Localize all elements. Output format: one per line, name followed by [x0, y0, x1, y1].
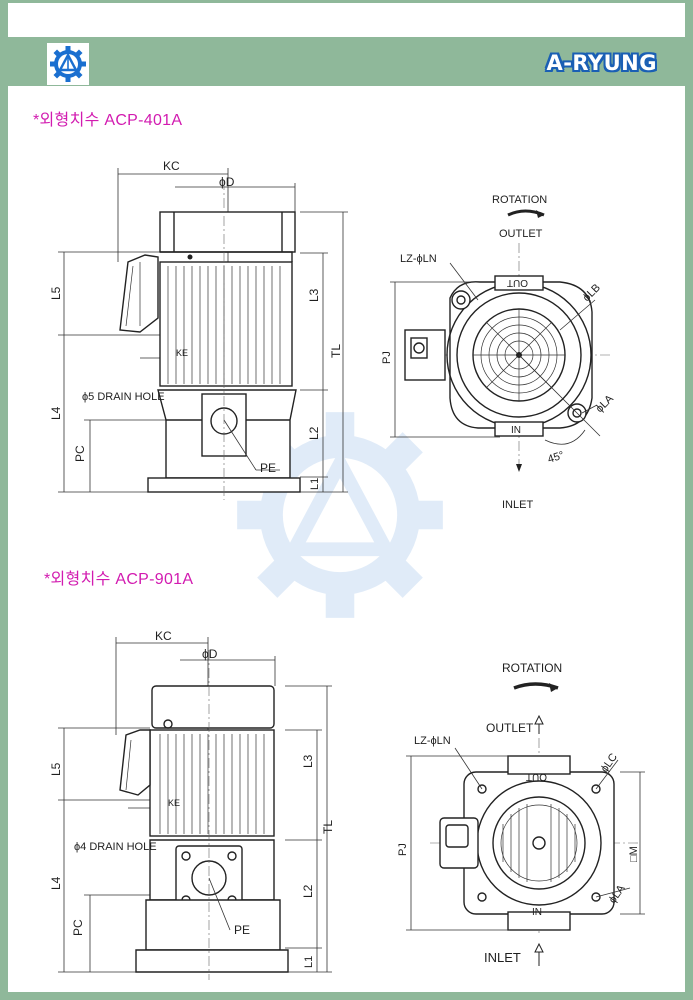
outlet-label-2: OUTLET	[486, 721, 534, 735]
rotation-label-2: ROTATION	[502, 661, 562, 675]
drain-hole-label: ϕ5 DRAIN HOLE	[82, 391, 165, 403]
in-label-2: IN	[532, 907, 542, 918]
l5-label-2: L5	[49, 762, 63, 776]
lz-ln-label: LZ-ϕLN	[400, 253, 437, 265]
pe-label-2: PE	[234, 923, 250, 937]
pj-label: PJ	[381, 351, 393, 364]
l4-label-2: L4	[49, 876, 63, 890]
brand-name: A-RYUNG	[546, 51, 657, 75]
rotation-label: ROTATION	[492, 194, 547, 206]
watermark-gear-logo	[220, 395, 460, 640]
lz-ln-label-2: LZ-ϕLN	[414, 735, 451, 747]
kc-label: KC	[163, 159, 180, 173]
pc-label-2: PC	[71, 919, 85, 936]
l1-label-2: L1	[303, 956, 315, 968]
ke-label: KE	[176, 348, 188, 358]
lc-label: ϕLC	[599, 751, 620, 774]
l3-label-2: L3	[301, 754, 315, 768]
d-label-2: ϕD	[202, 647, 218, 661]
l4-label: L4	[49, 406, 63, 420]
ke-label-2: KE	[168, 798, 180, 808]
drain-hole-label-2: ϕ4 DRAIN HOLE	[74, 841, 157, 853]
section-title-acp-401a: *외형치수 ACP-401A	[33, 112, 183, 129]
l2-label: L2	[307, 426, 321, 440]
out-label: OUT	[507, 277, 528, 288]
angle-label: 45°	[546, 449, 566, 466]
top-strip-inner	[8, 3, 685, 37]
pj-label-2: PJ	[397, 843, 409, 856]
l3-label: L3	[307, 288, 321, 302]
outlet-label: OUTLET	[499, 228, 543, 240]
l2-label-2: L2	[301, 884, 315, 898]
l5-label: L5	[49, 286, 63, 300]
header-bar	[0, 40, 693, 86]
out-label-2: OUT	[526, 771, 547, 782]
section-title-acp-901a: *외형치수 ACP-901A	[44, 571, 194, 588]
l1-label: L1	[309, 478, 321, 490]
tl-label-2: TL	[321, 820, 335, 834]
d-label: ϕD	[219, 175, 235, 189]
in-label: IN	[511, 425, 521, 436]
pc-label: PC	[73, 445, 87, 462]
kc-label-2: KC	[155, 629, 172, 643]
tl-label: TL	[329, 344, 343, 358]
top-strip	[0, 0, 693, 40]
m-label: □M	[628, 846, 640, 862]
inlet-label-2: INLET	[484, 950, 521, 965]
pe-label: PE	[260, 461, 276, 475]
gear-triangle-logo-icon	[47, 43, 89, 85]
inlet-label: INLET	[502, 499, 533, 511]
